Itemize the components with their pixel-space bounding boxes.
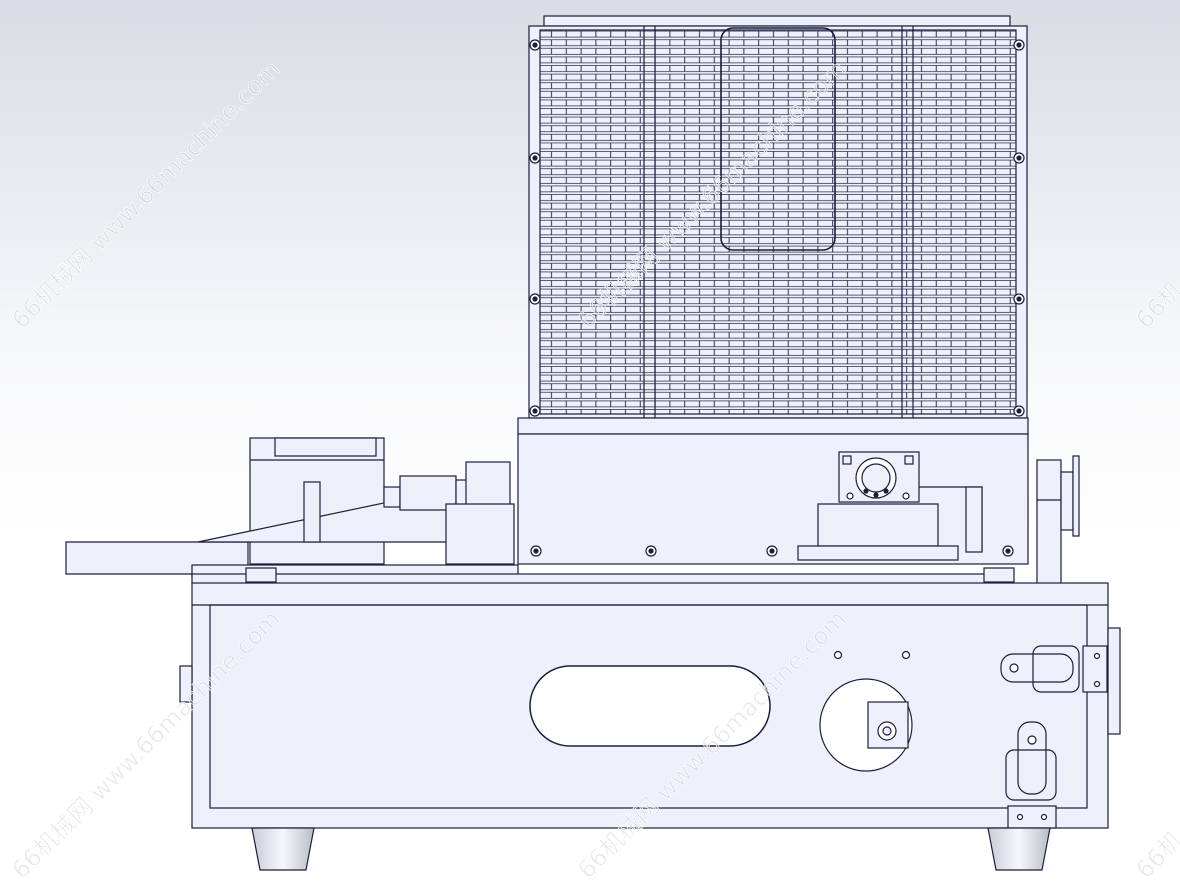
machine-parts [65,15,1121,871]
grill-bolts [529,39,1025,417]
latch-horizontal [1000,645,1108,693]
left-feed-mechanism [65,437,519,578]
watermark-top-right: 66机 [1130,276,1180,334]
foot-left [251,827,315,871]
base-cabinet [179,567,1121,829]
latch-vertical [1005,721,1057,829]
watermark-top-left: 66机械网 www.66machine.com [6,55,285,334]
mid-housing [517,417,1029,565]
right-motor [1036,455,1080,585]
sensor-bracket [797,451,983,561]
radiator-grill [528,15,1028,419]
watermark-bottom-right: 66机 [1130,826,1180,884]
foot-right [987,827,1051,871]
